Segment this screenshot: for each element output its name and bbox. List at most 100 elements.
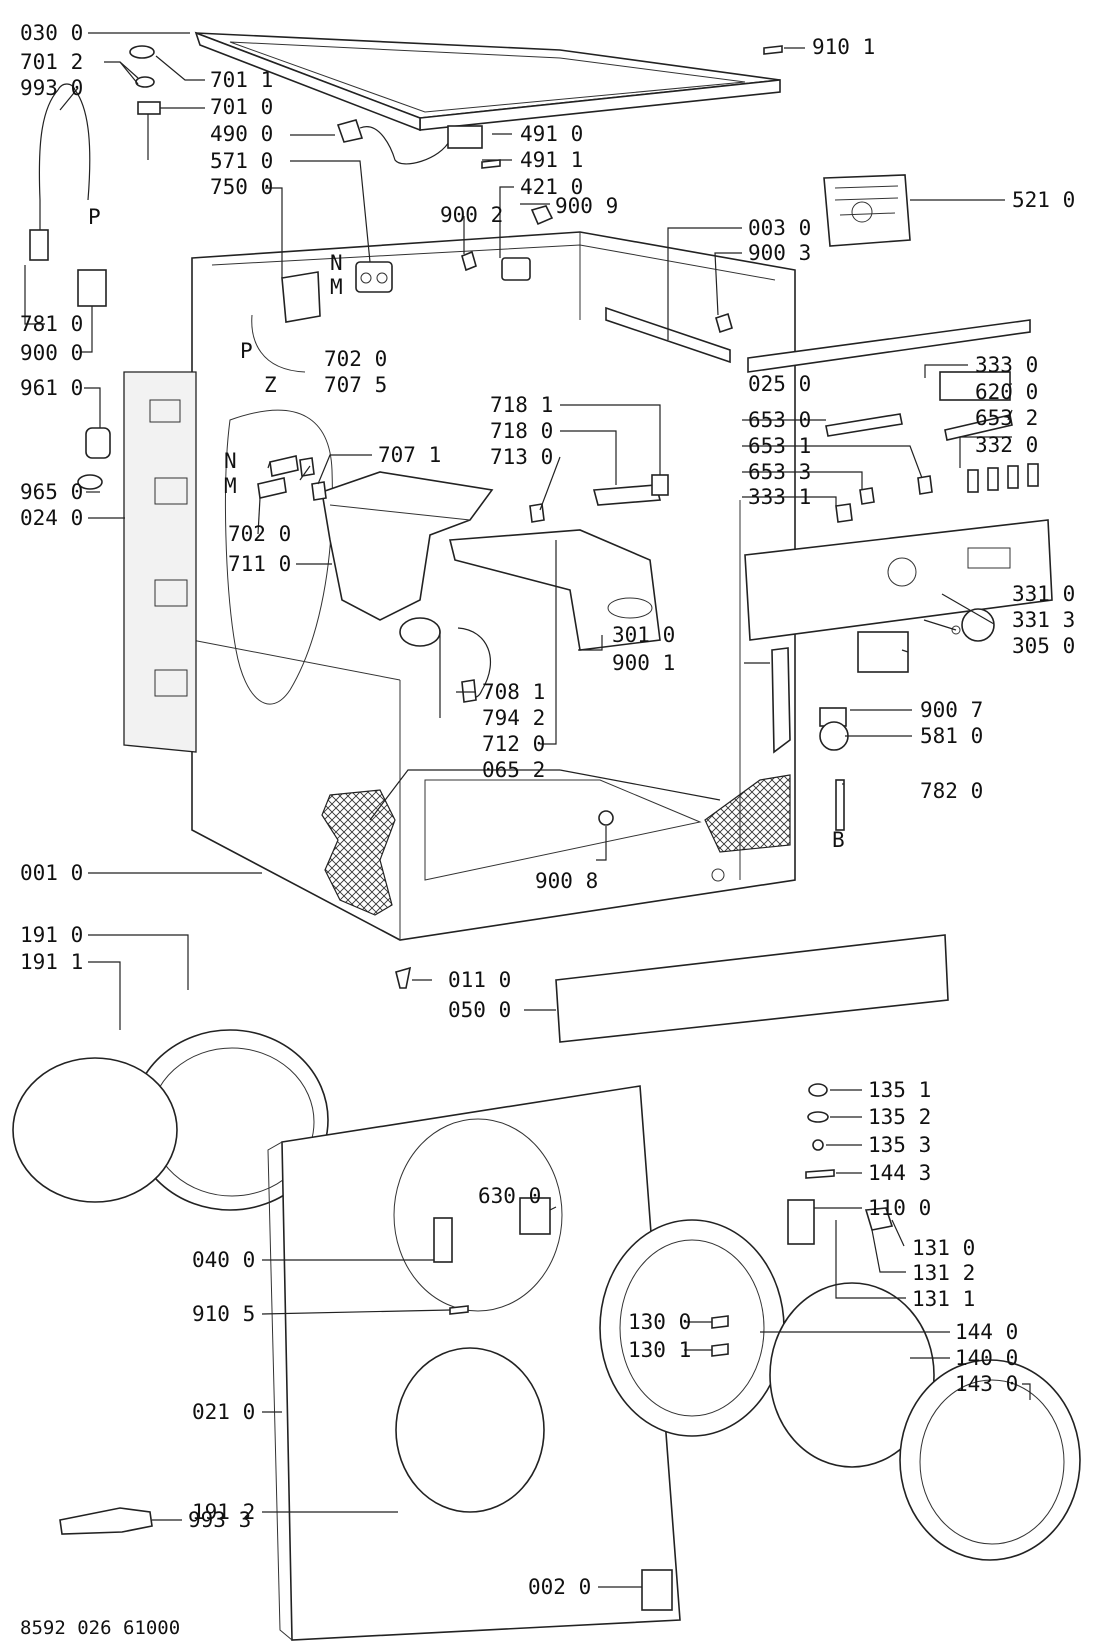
part-6531 [917, 475, 933, 495]
control-panel [744, 519, 1053, 673]
dispenser-housing [321, 471, 494, 647]
callout-1443: 144 3 [868, 1161, 931, 1185]
marker-m-pipe: M [224, 474, 237, 498]
part-1351 [808, 1083, 828, 1097]
drawer-handle-7180 [592, 484, 662, 506]
part-1352 [807, 1111, 829, 1123]
callout-1911: 191 1 [20, 950, 83, 974]
callout-9105: 910 5 [192, 1302, 255, 1326]
callout-9101: 910 1 [812, 35, 875, 59]
rail-0250 [747, 319, 1031, 373]
callout-9003: 900 3 [748, 241, 811, 265]
callout-1353: 135 3 [868, 1133, 931, 1157]
callout-1352: 135 2 [868, 1105, 931, 1129]
callout-1100: 110 0 [868, 1196, 931, 1220]
callout-3310: 331 0 [1012, 582, 1075, 606]
part-9101 [763, 45, 783, 55]
callout-9002: 900 2 [440, 203, 503, 227]
screw-0110 [395, 966, 412, 989]
front-panel [267, 1085, 681, 1641]
part-7020b [257, 477, 287, 499]
part-3331 [835, 503, 853, 523]
mains-cable [336, 119, 483, 165]
callout-7071: 707 1 [378, 443, 441, 467]
callout-0240: 024 0 [20, 506, 83, 530]
insulation-left [321, 789, 396, 916]
callout-7130: 713 0 [490, 445, 553, 469]
inlet-hose [29, 83, 107, 307]
callout-3320: 332 0 [975, 433, 1038, 457]
callout-1312: 131 2 [912, 1261, 975, 1285]
letter-markers: P N M P Z N M B [88, 205, 845, 852]
callout-9009: 900 9 [555, 194, 618, 218]
callout-7181: 718 1 [490, 393, 553, 417]
callout-0010: 001 0 [20, 861, 83, 885]
callout-9650: 965 0 [20, 480, 83, 504]
part-9008 [598, 810, 614, 826]
clip-9002 [461, 250, 477, 272]
callout-7020b: 702 0 [228, 522, 291, 546]
control-board [823, 174, 911, 247]
rear-panel [123, 371, 197, 753]
callout-9000: 900 0 [20, 341, 83, 365]
clip-9003 [715, 312, 733, 334]
part-4911 [481, 159, 501, 169]
part-9650 [77, 474, 103, 490]
part-9610 [85, 427, 111, 459]
callout-7010: 701 0 [210, 95, 273, 119]
callout-0020: 002 0 [528, 1575, 591, 1599]
callout-3331: 333 1 [748, 485, 811, 509]
tool-9933 [59, 1507, 153, 1535]
callout-7110: 711 0 [228, 552, 291, 576]
callout-0400: 040 0 [192, 1248, 255, 1272]
callout-4910: 491 0 [520, 122, 583, 146]
door-outer-inner [919, 1379, 1065, 1545]
marker-b: B [832, 828, 845, 852]
callout-1440: 144 0 [955, 1320, 1018, 1344]
part-1301 [711, 1343, 729, 1357]
callout-6200: 620 0 [975, 380, 1038, 404]
callout-6532: 653 2 [975, 406, 1038, 430]
callout-0652: 065 2 [482, 758, 545, 782]
label-0020 [641, 1569, 673, 1611]
leader-lines [24, 32, 1031, 1588]
callout-7942: 794 2 [482, 706, 545, 730]
part-1300 [711, 1315, 729, 1329]
hinge-9001 [771, 647, 791, 754]
door-seal [12, 1029, 329, 1211]
front-fascia [555, 934, 949, 1043]
cabinet-body [191, 231, 796, 941]
callout-1912: 191 2 [192, 1500, 255, 1524]
part-6533 [859, 487, 875, 505]
clip-7181 [651, 474, 669, 496]
callout-5210: 521 0 [1012, 188, 1075, 212]
callout-3010: 301 0 [612, 623, 675, 647]
drawing-number: 8592 026 61000 [20, 1617, 180, 1639]
callout-7180: 718 0 [490, 419, 553, 443]
clip-9009 [530, 205, 554, 226]
callout-7011: 701 1 [210, 68, 273, 92]
part-7081 [461, 679, 477, 703]
callout-0110: 011 0 [448, 968, 511, 992]
callout-3313: 331 3 [1012, 608, 1075, 632]
bracket-6532 [944, 414, 1013, 441]
handle-1100 [787, 1199, 815, 1245]
callout-0500: 050 0 [448, 998, 511, 1022]
marker-p-filter: P [240, 339, 253, 363]
callout-6530: 653 0 [748, 408, 811, 432]
insulation-right [704, 774, 791, 853]
door-glass [769, 1282, 935, 1468]
callout-labels: 030 0 701 2 993 0 701 1 701 0 490 0 571 … [20, 21, 1075, 1599]
part-7020a [269, 455, 299, 477]
bracket-6530 [825, 413, 903, 437]
buttons-3320 [967, 463, 1039, 493]
callout-7081: 708 1 [482, 680, 545, 704]
part-7075 [299, 457, 315, 477]
callout-0250: 025 0 [748, 372, 811, 396]
callout-0300: 030 0 [20, 21, 83, 45]
callout-7820: 782 0 [920, 779, 983, 803]
door-outer-ring [899, 1359, 1081, 1561]
cutaway-outline [224, 409, 333, 705]
